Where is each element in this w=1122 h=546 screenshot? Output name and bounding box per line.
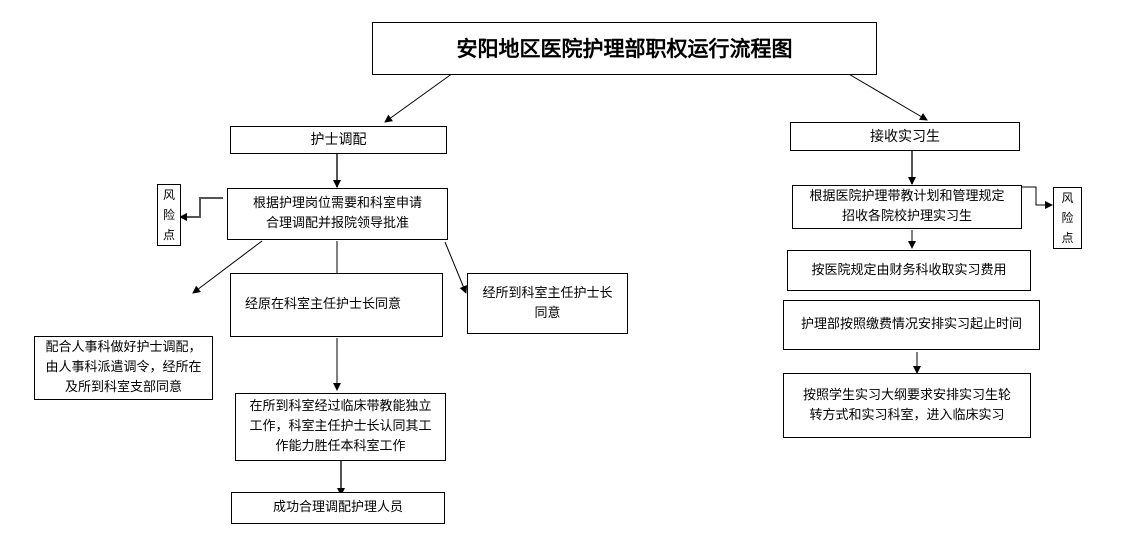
node-left-step3: 在所到科室经过临床带教能独立 工作，科室主任护士长认同其工 作能力胜任本科室工作 <box>235 393 446 461</box>
node-left-result: 成功合理调配护理人员 <box>231 492 445 524</box>
node-option-left: 配合人事科做好护士调配， 由人事科派遣调令，经所在 及所到科室支部同意 <box>34 336 213 400</box>
chart-title: 安阳地区医院护理部职权运行流程图 <box>372 22 877 75</box>
arrow-left-step1-to-risk <box>179 197 223 221</box>
arrow-title-to-left <box>384 72 454 123</box>
node-left-step1: 根据护理岗位需要和科室申请 合理调配并报院领导批准 <box>227 188 448 240</box>
arrow-right-step1-to-risk <box>1022 186 1053 209</box>
node-receive-interns: 接收实习生 <box>790 122 1020 151</box>
node-nurse-allocation: 护士调配 <box>230 126 447 154</box>
arrow-title-to-right <box>846 72 928 121</box>
chart-title-text: 安阳地区医院护理部职权运行流程图 <box>456 35 793 61</box>
node-option-right: 经所到科室主任护士长 同意 <box>467 273 628 334</box>
risk-point-left: 风 险 点 <box>157 184 181 246</box>
arrow-step1-to-option-right <box>444 241 468 294</box>
node-right-step3: 护理部按照缴费情况安排实习起止时间 <box>783 300 1040 350</box>
node-right-step2: 按医院规定由财务科收取实习费用 <box>787 250 1031 291</box>
node-right-step1: 根据医院护理带教计划和管理规定 招收各院校护理实习生 <box>792 185 1022 229</box>
risk-point-right: 风 险 点 <box>1053 187 1082 249</box>
node-option-middle: 经原在科室主任护士长同意 <box>230 273 443 337</box>
node-right-step4: 按照学生实习大纲要求安排实习生轮 转方式和实习科室，进入临床实习 <box>783 373 1031 438</box>
